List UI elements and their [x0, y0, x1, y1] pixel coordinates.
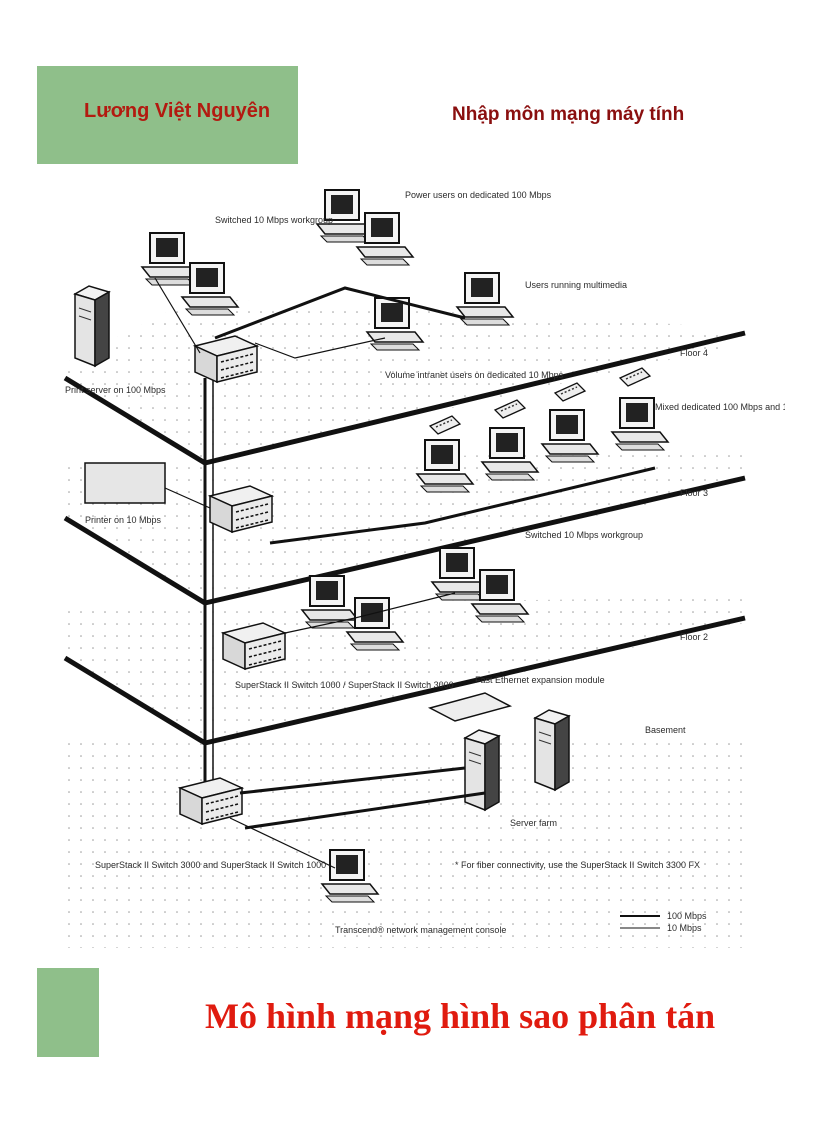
label-printer: Printer on 10 Mbps	[85, 515, 162, 525]
label-superstack-basement: SuperStack II Switch 3000 and SuperStack…	[95, 860, 326, 870]
server-tower	[534, 709, 570, 791]
workstation-pc	[471, 569, 529, 623]
label-module: Fast Ethernet expansion module	[475, 675, 605, 685]
workstation-pc	[541, 409, 599, 463]
label-power-users: Power users on dedicated 100 Mbps	[405, 190, 552, 200]
network-card	[554, 382, 586, 402]
course-title: Nhập môn mạng máy tính	[452, 104, 685, 125]
network-card	[619, 367, 651, 387]
multimedia-pc	[456, 272, 514, 326]
workstation-pc	[181, 262, 239, 316]
legend-100-label: 100 Mbps	[667, 911, 707, 921]
footer-green-box	[37, 968, 99, 1057]
printer	[84, 462, 166, 504]
label-volume-users: Volume intranet users on dedicated 10 Mb…	[385, 370, 564, 380]
label-floor4: Floor 4	[680, 348, 708, 358]
label-switched-top: Switched 10 Mbps workgroup	[215, 215, 333, 225]
label-floor2: Floor 2	[680, 632, 708, 642]
power-user-pc	[356, 212, 414, 266]
label-superstack-floor2: SuperStack II Switch 1000 / SuperStack I…	[235, 680, 454, 690]
legend-10-label: 10 Mbps	[667, 923, 702, 933]
label-mixed-users: Mixed dedicated 100 Mbps and 10 Mbps use…	[655, 402, 785, 412]
label-switched-mid: Switched 10 Mbps workgroup	[525, 530, 643, 540]
label-console: Transcend® network management console	[335, 925, 506, 935]
label-multimedia: Users running multimedia	[525, 280, 627, 290]
print-server-tower	[74, 285, 110, 367]
slide-caption: Mô hình mạng hình sao phân tán	[205, 996, 716, 1036]
server-tower	[464, 729, 500, 811]
label-print-server: Print server on 100 Mbps	[65, 385, 166, 395]
network-card	[429, 415, 461, 435]
network-card	[494, 399, 526, 419]
network-diagram: Switched 10 Mbps workgroup Power users o…	[63, 189, 785, 948]
author-name: Lương Việt Nguyên	[84, 100, 271, 122]
header-green-box	[37, 66, 298, 164]
label-server-farm: Server farm	[510, 818, 557, 828]
label-floor3: Floor 3	[680, 488, 708, 498]
floor-2-plane	[63, 598, 746, 746]
expansion-module	[427, 692, 513, 722]
label-fiber-note: * For fiber connectivity, use the SuperS…	[455, 860, 700, 870]
label-basement: Basement	[645, 725, 686, 735]
